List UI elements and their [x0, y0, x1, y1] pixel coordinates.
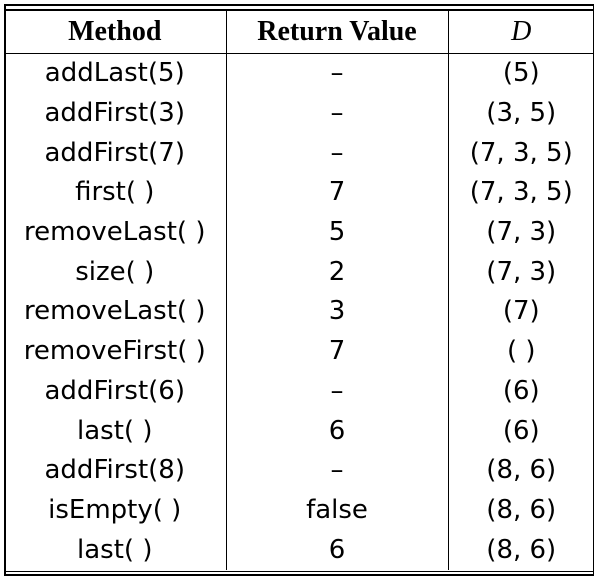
- table-row: removeFirst( ) 7( ): [4, 331, 594, 372]
- deque-state-cell: (6): [447, 411, 594, 451]
- return-value-cell: false: [225, 490, 448, 531]
- table-row: isEmpty( ) false(8, 6): [4, 490, 594, 531]
- header-return-value: Return Value: [225, 10, 448, 54]
- return-value-cell: –: [225, 450, 448, 491]
- table-row: addFirst(7) –(7, 3, 5): [4, 133, 594, 174]
- return-value-cell: 6: [225, 530, 448, 570]
- deque-state-cell: (7): [447, 292, 594, 332]
- table-row: addFirst(8) –(8, 6): [4, 450, 594, 491]
- return-value-cell: 6: [225, 411, 448, 451]
- table-row: last( ) 6(6): [4, 411, 594, 451]
- table-row: last( ) 6(8, 6): [4, 530, 594, 570]
- method-cell: addFirst(6): [44, 375, 186, 406]
- deque-state-cell: (5): [447, 53, 594, 94]
- deque-state-cell: (3, 5): [447, 93, 594, 134]
- table-row: size( ) 2(7, 3): [4, 252, 594, 293]
- table-row: removeLast( ) 3(7): [4, 292, 594, 332]
- method-cell: addFirst(3): [44, 98, 186, 129]
- left-border: [4, 4, 6, 576]
- operations-table: Method Return Value D addLast(5)–(5)addF…: [4, 10, 594, 570]
- return-value-cell: 5: [225, 212, 448, 253]
- header-d: D: [447, 10, 594, 54]
- return-value-cell: 3: [225, 292, 448, 332]
- header-row: Method Return Value D: [4, 10, 594, 54]
- deque-state-cell: (8, 6): [447, 450, 594, 491]
- method-cell: isEmpty( ): [48, 494, 182, 525]
- deque-state-cell: ( ): [447, 331, 594, 372]
- deque-state-cell: (8, 6): [447, 490, 594, 531]
- table-row: first( ) 7(7, 3, 5): [4, 173, 594, 213]
- method-cell: first( ): [75, 177, 155, 208]
- return-value-cell: –: [225, 53, 448, 94]
- method-cell: last( ): [77, 415, 153, 446]
- method-cell: removeLast( ): [24, 296, 206, 327]
- deque-state-cell: (7, 3): [447, 212, 594, 253]
- top-rule-inner: [4, 9, 594, 11]
- deque-state-cell: (7, 3): [447, 252, 594, 293]
- method-cell: addLast(5): [44, 58, 185, 89]
- table-row: addLast(5) –(5): [4, 53, 594, 94]
- return-value-cell: –: [225, 371, 448, 412]
- method-cell: removeFirst( ): [23, 336, 206, 367]
- deque-operations-table: Method Return Value D addLast(5)–(5)addF…: [4, 4, 594, 576]
- return-value-cell: –: [225, 93, 448, 134]
- return-value-cell: –: [225, 133, 448, 174]
- method-cell: last( ): [77, 534, 153, 565]
- table-body: addLast(5)–(5)addFirst(3)–(3, 5)addFirst…: [4, 53, 594, 570]
- method-cell: size( ): [75, 256, 155, 287]
- method-cell: removeLast( ): [24, 217, 206, 248]
- deque-state-cell: (8, 6): [447, 530, 594, 570]
- bottom-rule-inner: [4, 570, 594, 572]
- deque-state-cell: (7, 3, 5): [447, 133, 594, 174]
- top-rule: [4, 4, 594, 6]
- return-value-cell: 7: [225, 331, 448, 372]
- bottom-rule: [4, 574, 594, 576]
- method-cell: addFirst(8): [44, 455, 186, 486]
- deque-state-cell: (7, 3, 5): [447, 173, 594, 213]
- header-method: Method: [4, 10, 226, 54]
- table-row: addFirst(3) –(3, 5): [4, 93, 594, 134]
- table-row: addFirst(6) –(6): [4, 371, 594, 412]
- method-cell: addFirst(7): [44, 137, 186, 168]
- table-row: removeLast( ) 5(7, 3): [4, 212, 594, 253]
- return-value-cell: 2: [225, 252, 448, 293]
- deque-state-cell: (6): [447, 371, 594, 412]
- return-value-cell: 7: [225, 173, 448, 213]
